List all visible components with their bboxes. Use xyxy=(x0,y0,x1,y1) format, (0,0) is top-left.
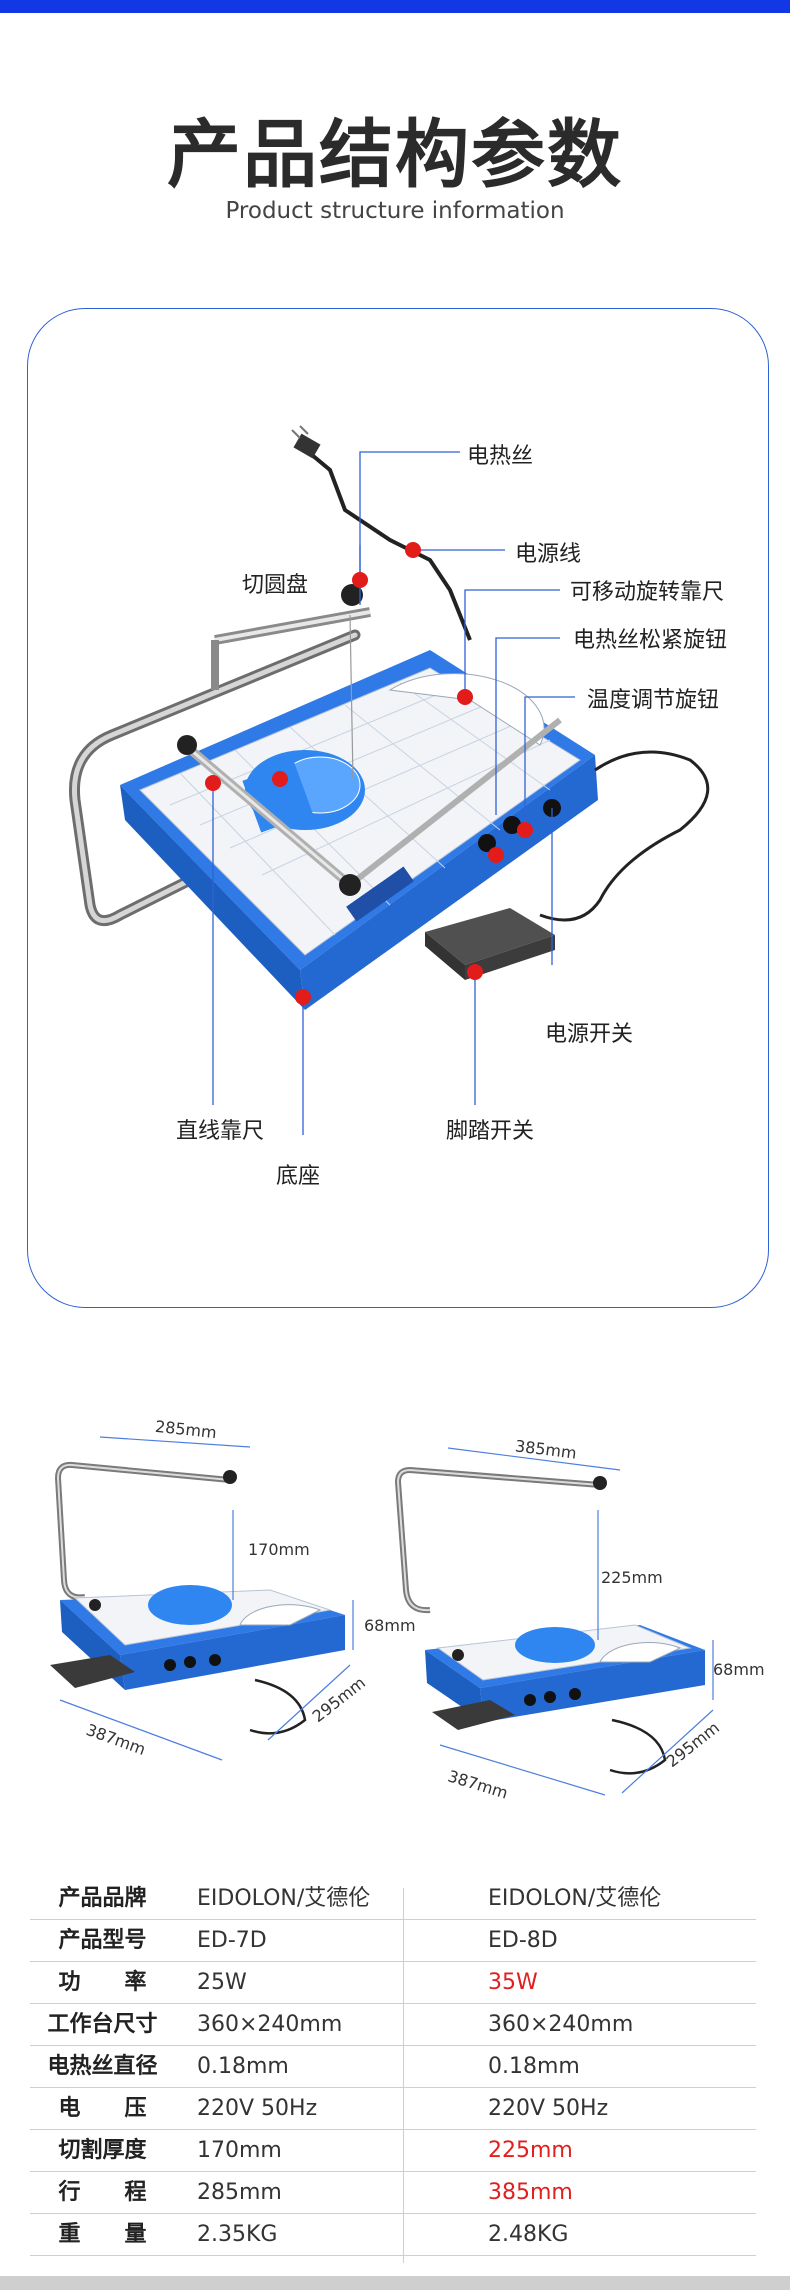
callout-base: 底座 xyxy=(276,1164,321,1189)
spec-row: 产品型号 ED-7D ED-8D xyxy=(30,1920,756,1962)
spec-value-ed-7d: 220V 50Hz xyxy=(197,2096,318,2121)
product-structure-illustration xyxy=(68,425,710,1135)
spec-value-ed-8d: 35W xyxy=(488,1970,538,1995)
spec-value-ed-7d: 360×240mm xyxy=(197,2012,343,2037)
dim-right-base-height: 68mm xyxy=(713,1660,765,1679)
spec-key: 工作台尺寸 xyxy=(47,2012,158,2037)
callout-heating-wire: 电热丝 xyxy=(467,444,534,469)
callout-straight-ruler: 直线靠尺 xyxy=(176,1119,265,1144)
spec-row: 工作台尺寸 360×240mm 360×240mm xyxy=(30,2004,756,2046)
spec-row: 功 率 25W 35W xyxy=(30,1962,756,2004)
callout-foot-switch: 脚踏开关 xyxy=(446,1119,535,1144)
spec-key: 产品型号 xyxy=(58,1928,147,1953)
spec-value-ed-7d: 25W xyxy=(197,1970,247,1995)
spec-column-divider xyxy=(403,1888,404,2263)
spec-value-ed-8d: 220V 50Hz xyxy=(488,2096,609,2121)
spec-value-ed-7d: 285mm xyxy=(197,2180,282,2205)
callout-temperature-knob: 温度调节旋钮 xyxy=(587,688,720,713)
spec-row: 行 程 285mm 385mm xyxy=(30,2172,756,2214)
callout-power-switch: 电源开关 xyxy=(545,1022,634,1047)
spec-key: 电热丝直径 xyxy=(47,2054,158,2079)
model-ed-8d-drawing xyxy=(394,1466,705,1775)
dim-left-height: 170mm xyxy=(248,1540,310,1559)
dim-right-height: 225mm xyxy=(601,1568,663,1587)
spec-key: 切割厚度 xyxy=(58,2138,147,2163)
spec-value-ed-7d: ED-7D xyxy=(197,1928,267,1953)
spec-key: 电 压 xyxy=(58,2096,147,2121)
page-subtitle: Product structure information xyxy=(225,198,565,224)
callout-markers xyxy=(205,542,533,1005)
spec-value-ed-8d: 0.18mm xyxy=(488,2054,580,2079)
spec-value-ed-7d: 2.35KG xyxy=(197,2222,278,2247)
top-accent-bar xyxy=(0,0,790,13)
spec-value-ed-8d: 385mm xyxy=(488,2180,573,2205)
callout-movable-rotating-ruler: 可移动旋转靠尺 xyxy=(570,580,725,605)
spec-value-ed-8d: 225mm xyxy=(488,2138,573,2163)
model-ed-7d-drawing xyxy=(50,1461,345,1735)
bottom-bar xyxy=(0,2276,790,2290)
spec-row: 产品品牌 EIDOLON/艾德伦 EIDOLON/艾德伦 xyxy=(30,1878,756,1920)
spec-value-ed-7d: 0.18mm xyxy=(197,2054,289,2079)
spec-key: 行 程 xyxy=(58,2180,147,2205)
structure-diagram-frame xyxy=(27,308,769,1308)
spec-value-ed-8d: ED-8D xyxy=(488,1928,558,1953)
spec-key: 产品品牌 xyxy=(58,1886,147,1911)
spec-value-ed-7d: 170mm xyxy=(197,2138,282,2163)
callout-circle-cutter: 切圆盘 xyxy=(242,573,309,598)
spec-key: 功 率 xyxy=(58,1970,147,1995)
spec-row: 重 量 2.35KG 2.48KG xyxy=(30,2214,756,2256)
spec-row: 切割厚度 170mm 225mm xyxy=(30,2130,756,2172)
spec-row: 电 压 220V 50Hz 220V 50Hz xyxy=(30,2088,756,2130)
spec-value-ed-8d: EIDOLON/艾德伦 xyxy=(488,1886,662,1911)
spec-value-ed-8d: 360×240mm xyxy=(488,2012,634,2037)
spec-key: 重 量 xyxy=(58,2222,147,2247)
spec-value-ed-7d: EIDOLON/艾德伦 xyxy=(197,1886,371,1911)
spec-row: 电热丝直径 0.18mm 0.18mm xyxy=(30,2046,756,2088)
callout-power-cord: 电源线 xyxy=(515,542,582,567)
spec-value-ed-8d: 2.48KG xyxy=(488,2222,569,2247)
dim-left-base-height: 68mm xyxy=(364,1616,416,1635)
page-title: 产品结构参数 xyxy=(167,112,623,198)
callout-wire-tension-knob: 电热丝松紧旋钮 xyxy=(573,628,728,653)
